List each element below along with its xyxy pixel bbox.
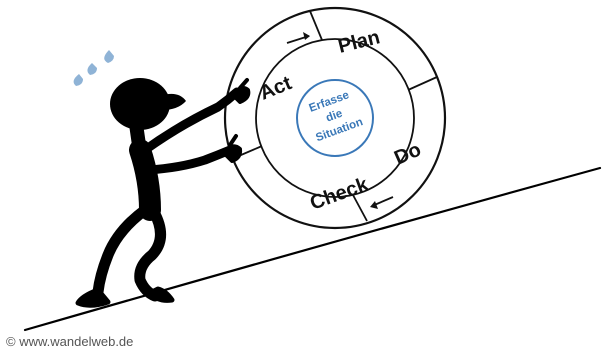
wheel-divider-bottom xyxy=(352,194,368,222)
figure-foot-front xyxy=(147,286,175,303)
figure-arm-lower xyxy=(143,145,235,175)
wheel-divider-top xyxy=(309,10,323,41)
figure-hand-upper xyxy=(232,86,251,104)
copyright-symbol: © xyxy=(6,334,16,349)
figure-leg-back xyxy=(92,204,151,298)
copyright-text[interactable]: www.wandelweb.de xyxy=(19,334,134,349)
wheel-inner-circle xyxy=(255,38,415,198)
wheel-divider-right xyxy=(407,76,438,91)
arrow-icon-bottom xyxy=(370,196,394,209)
hill-slope-line xyxy=(23,166,602,332)
sweat-drops-icon xyxy=(73,50,114,86)
center-ring xyxy=(296,79,374,157)
copyright-notice: © www.wandelweb.de xyxy=(6,334,133,349)
figure-leg-front xyxy=(134,206,166,302)
arrow-icon-top xyxy=(286,32,310,44)
figure-arm-upper xyxy=(140,87,242,155)
pushing-figure xyxy=(75,78,251,308)
figure-nose xyxy=(160,93,186,110)
figure-foot-back xyxy=(75,287,111,308)
figure-head xyxy=(110,78,170,130)
figure-torso xyxy=(129,139,161,221)
figure-hand-lower xyxy=(222,144,243,163)
pdca-wheel: Plan Do Check Act Erfasse die Situation xyxy=(223,6,447,230)
center-text-line-2: die xyxy=(324,108,344,125)
